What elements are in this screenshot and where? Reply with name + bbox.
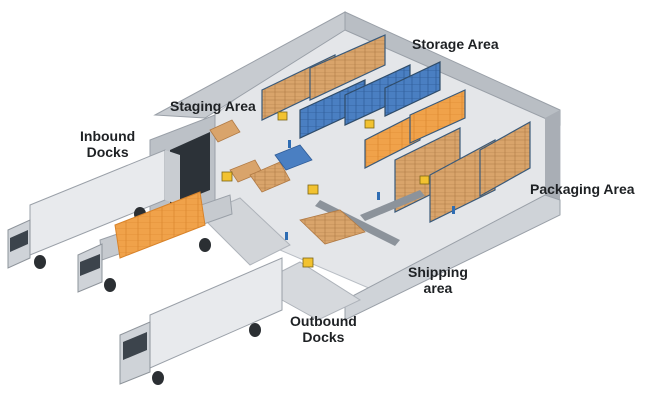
inbound-truck-2 (77, 191, 233, 293)
rack-row-3 (364, 89, 466, 169)
conveyor-icon (299, 190, 425, 246)
worker-icon (285, 140, 455, 240)
staging-boxes (209, 119, 313, 193)
rack-row-1 (261, 34, 386, 121)
forklift-icon (221, 111, 430, 268)
inbound-docks-label: Inbound Docks (80, 128, 136, 160)
front-wall (344, 194, 561, 321)
packaging-area-label: Packaging Area (530, 181, 635, 197)
outbound-truck (119, 257, 283, 385)
right-wall (545, 110, 560, 208)
inbound-truck-1 (7, 149, 180, 269)
rack-row-2 (299, 61, 441, 139)
pallet-rack-icon (261, 34, 531, 223)
staging-area-label: Staging Area (170, 98, 256, 114)
rack-row-4 (394, 120, 531, 223)
shipping-area-label: Shipping area (408, 264, 468, 296)
outbound-docks-label: Outbound Docks (290, 313, 357, 345)
truck-icon (7, 149, 283, 385)
storage-area-label: Storage Area (412, 36, 499, 52)
